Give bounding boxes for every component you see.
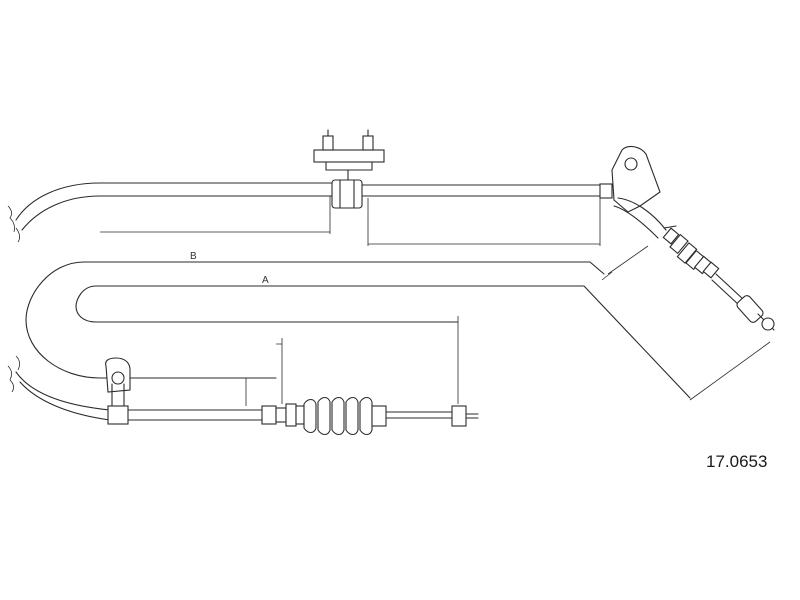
lower-bellows-boot bbox=[261, 396, 479, 436]
lower-mount-bracket bbox=[105, 357, 131, 425]
upper-cable bbox=[7, 182, 605, 243]
dimension-lines bbox=[100, 196, 771, 406]
upper-mount-bracket bbox=[313, 129, 385, 209]
dimension-label-a: A bbox=[262, 275, 269, 286]
part-number: 17.0653 bbox=[706, 452, 768, 471]
lower-cable bbox=[7, 355, 263, 421]
u-cable-routing bbox=[25, 261, 691, 399]
right-bellows-boot bbox=[662, 225, 775, 331]
right-end-bracket bbox=[599, 145, 667, 239]
dimension-label-group: B A bbox=[190, 251, 269, 286]
dimension-label-b: B bbox=[190, 251, 197, 262]
